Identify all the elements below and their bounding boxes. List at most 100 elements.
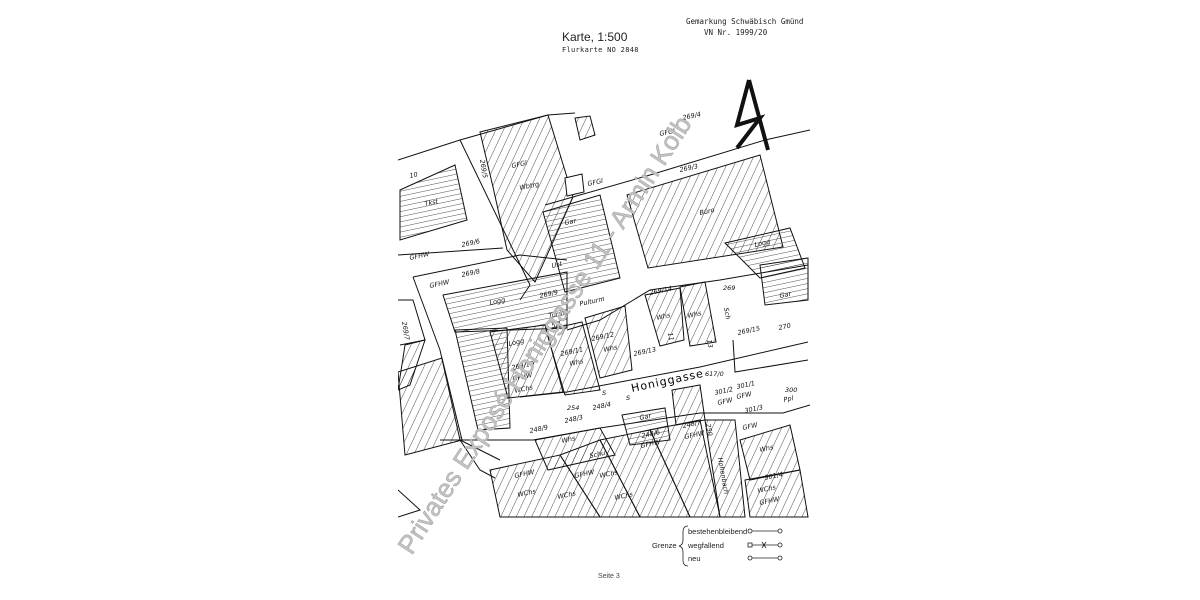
building-269-12: [584, 305, 633, 379]
page-number: Seite 3: [598, 573, 620, 580]
parcel-label: 13: [705, 339, 714, 349]
building-ust: [542, 194, 621, 293]
parcel-label: 254: [567, 404, 579, 412]
parcel-label: Whs: [656, 311, 672, 322]
parcel-label: GFGl: [511, 159, 528, 170]
parcel-boundary: [459, 439, 496, 479]
parcel-label: 248/6: [641, 428, 661, 440]
parcel-label: Schu: [589, 449, 606, 460]
parcel-label: 269/7: [400, 321, 411, 342]
parcel-label: 269/8: [461, 267, 481, 279]
parcel-label: 270: [778, 322, 792, 332]
parcel-label: 269/9: [539, 288, 559, 300]
parcel-label: Gar: [779, 289, 793, 300]
gemarkung-label: Gemarkung Schwäbisch Gmünd: [686, 17, 804, 26]
parcel-label: Büro: [699, 206, 716, 217]
parcel-label: GFGl: [659, 127, 676, 138]
building-wchs: [704, 419, 746, 518]
building-wchs: [744, 469, 809, 518]
parcel-label: 250: [704, 423, 714, 437]
parcel-label: 269/4: [682, 110, 702, 122]
parcel-shapes: [398, 112, 810, 518]
map-title: Karte, 1:500: [562, 30, 628, 44]
parcel-label: 301/3: [744, 403, 764, 415]
parcel-label: GFGl: [587, 177, 604, 188]
parcel-boundary: [398, 247, 504, 256]
parcel-label: Logg: [754, 238, 771, 249]
legend-group-label: Grenze: [652, 541, 677, 550]
building-269-11: [545, 321, 601, 396]
building-gar: [564, 173, 585, 197]
building: [398, 339, 426, 391]
parcel-label: 301/1: [736, 379, 756, 391]
map-subtitle: Flurkarte NO 2848: [562, 46, 639, 54]
parcel-label: Ust: [551, 260, 564, 270]
parcel-label: WChs: [514, 383, 534, 395]
building: [574, 115, 596, 141]
building: [398, 357, 463, 456]
parcel-label: Whs: [603, 343, 619, 354]
building-tkst: [399, 164, 468, 241]
building-gar: [621, 407, 671, 446]
parcel-label: 269/6: [461, 237, 481, 249]
parcel-label: GFW: [717, 396, 734, 407]
parcel-label: 248/9: [529, 423, 549, 435]
parcel-label: WChs: [517, 487, 537, 499]
parcel-boundary: [398, 299, 426, 346]
parcel-label: Turm: [548, 309, 566, 320]
parcel-label: 11: [666, 332, 675, 342]
building-269-10: [489, 324, 564, 399]
parcel-label: 617/0: [705, 370, 724, 378]
parcel-label: Logg: [508, 337, 525, 348]
parcel-label: S: [626, 394, 630, 402]
parcel-label: Wbtrg: [519, 180, 540, 192]
building-whs-11: [644, 287, 685, 347]
parcel-label: Gar: [564, 216, 578, 227]
parcel-label: WChs: [614, 490, 634, 502]
parcel-label: 301/4: [764, 470, 784, 482]
parcel-label: Whs: [561, 434, 577, 445]
building-gar: [759, 257, 809, 306]
parcel-boundary: [398, 489, 421, 518]
legend-item-label: neu: [688, 554, 701, 563]
parcel-label: 269: [723, 284, 735, 292]
building-whs-13: [679, 281, 717, 347]
parcel-label: 269/5: [478, 159, 489, 179]
parcel-label: Gar: [639, 411, 653, 422]
parcel-label: 248/3: [564, 413, 584, 425]
legend-item-label: bestehenbleibend: [688, 527, 748, 536]
north-arrow-icon: [734, 79, 770, 151]
parcel-label: Whs: [759, 443, 775, 454]
parcel-label: Ppl: [783, 394, 794, 404]
vn-number: VN Nr. 1999/20: [704, 28, 768, 37]
parcel-label: 269/15: [737, 324, 761, 337]
parcel-label: Whs: [687, 309, 703, 320]
legend-symbol-bestehenbleibend: [747, 528, 783, 534]
parcel-label: 301/2: [714, 385, 734, 397]
legend-symbol-neu: [747, 555, 783, 561]
legend-item-label: wegfallend: [688, 541, 724, 550]
legend-brace: [678, 525, 689, 567]
parcel-label: Tkst: [424, 197, 439, 208]
parcel-label: 248/4: [592, 400, 612, 412]
parcel-label: Logg: [489, 296, 506, 307]
parcel-label: 269/3: [679, 162, 699, 174]
parcel-label: S: [602, 389, 606, 397]
parcel-label: WChs: [599, 468, 619, 480]
parcel-label: Whs: [569, 357, 585, 368]
parcel-boundary: [544, 129, 810, 206]
parcel-label: 269/13: [633, 345, 657, 358]
building-whs: [534, 427, 616, 471]
parcel-label: WChs: [757, 483, 777, 495]
parcel-label: 10: [409, 170, 419, 180]
building-whs: [671, 384, 706, 426]
parcel-boundary: [732, 339, 809, 373]
parcel-label: WChs: [557, 489, 577, 501]
legend-symbol-wegfallend: [747, 541, 783, 549]
parcel-label: GFHW: [429, 278, 451, 290]
parcel-label: GFHW: [409, 250, 431, 262]
parcel-label: 5/1: [551, 320, 563, 330]
parcel-label: 248/7: [682, 418, 703, 430]
